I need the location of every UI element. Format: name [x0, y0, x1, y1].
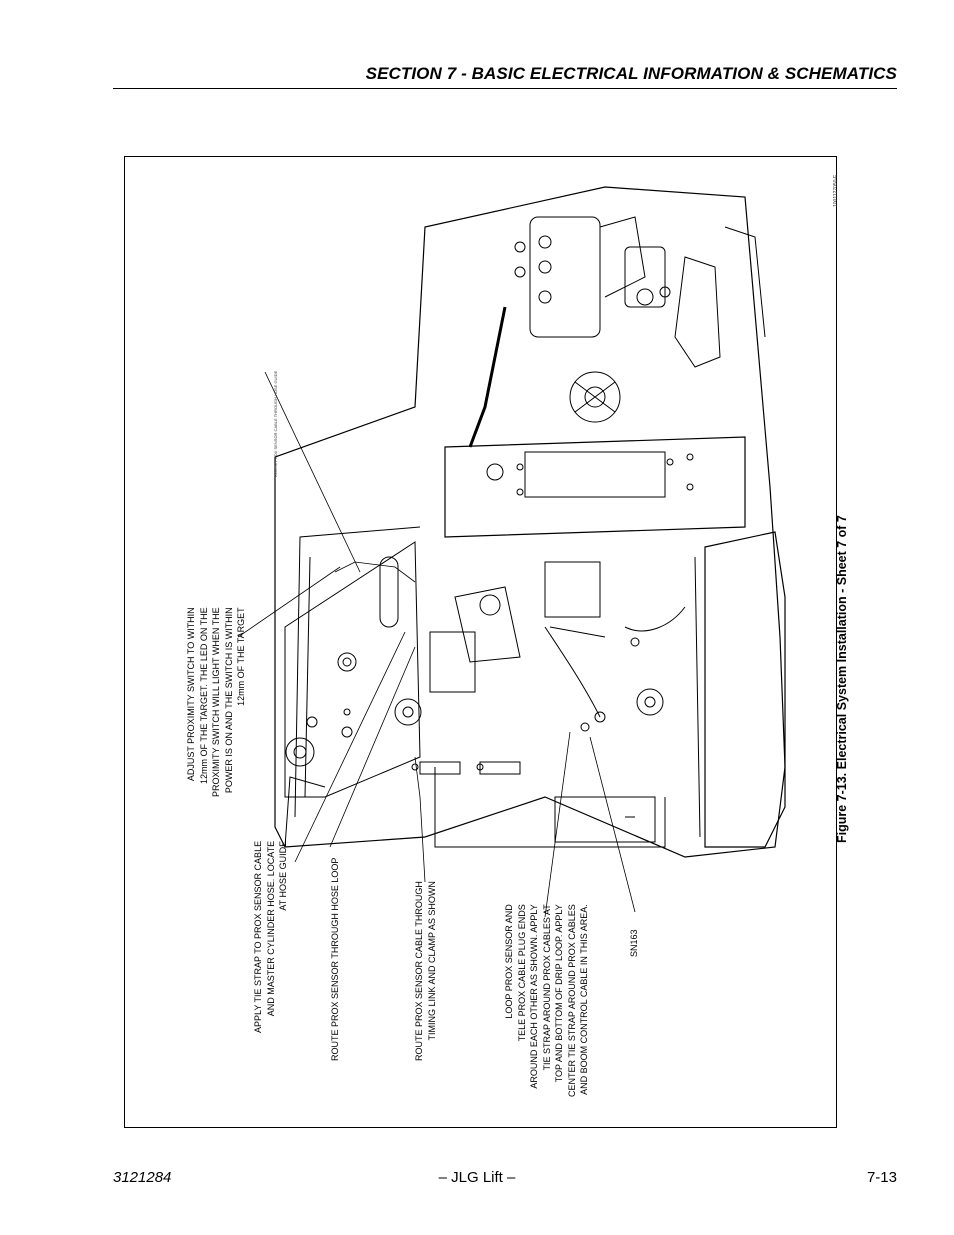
doc-number: 3121284: [113, 1169, 172, 1186]
figure-frame: 1001127050-E ROUTE PROX SENSOR CABLE THR…: [124, 156, 849, 1128]
callout-line: AT HOSE GUIDE: [278, 840, 288, 911]
section-title: SECTION 7 - BASIC ELECTRICAL INFORMATION…: [365, 64, 897, 83]
callout-line: ROUTE PROX SENSOR CABLE THROUGH: [414, 881, 424, 1061]
callout-line: TOP AND BOTTOM OF DRIP LOOP. APPLY: [554, 904, 564, 1083]
brand-footer: – JLG Lift –: [438, 1169, 516, 1186]
callout-hose-loop: ROUTE PROX SENSOR THROUGH HOSE LOOP: [329, 858, 342, 1061]
callout-line: TIE STRAP AROUND PROX CABLES AT: [541, 904, 552, 1071]
callout-line: APPLY TIE STRAP TO PROX SENSOR CABLE: [253, 840, 263, 1033]
callout-line: LOOP PROX SENSOR AND: [504, 904, 514, 1019]
callout-line: SN163: [629, 929, 639, 957]
callout-line: 12mm OF THE TARGET: [236, 607, 246, 706]
callout-line: TELE PROX CABLE PLUG ENDS: [516, 904, 527, 1042]
callout-line: CENTER TIE STRAP AROUND PROX CABLES: [566, 904, 577, 1097]
callout-line: 12mm OF THE TARGET. THE LED ON THE: [198, 607, 209, 785]
callout-line: POWER IS ON AND THE SWITCH IS WITHIN: [223, 607, 234, 794]
machine-drawing: [237, 186, 786, 918]
callout-line: AND BOOM CONTROL CABLE IN THIS AREA.: [579, 904, 589, 1095]
callout-line: ROUTE PROX SENSOR THROUGH HOSE LOOP: [330, 857, 340, 1061]
figure-caption: Figure 7-13. Electrical System Installat…: [835, 515, 849, 843]
callout-loop-prox: LOOP PROX SENSOR AND TELE PROX CABLE PLU…: [503, 904, 591, 1097]
callout-tie-strap: APPLY TIE STRAP TO PROX SENSOR CABLE AND…: [252, 841, 290, 1033]
callout-line: AROUND EACH OTHER AS SHOWN. APPLY: [529, 904, 539, 1089]
callout-line: AND MASTER CYLINDER HOSE. LOCATE: [265, 840, 276, 1017]
callout-sn163: SN163: [628, 929, 641, 957]
callout-adjust-proximity: ADJUST PROXIMITY SWITCH TO WITHIN 12mm O…: [185, 607, 248, 797]
drawing-id: 1001127050-E: [833, 174, 839, 207]
header-rule: [113, 88, 897, 89]
callout-line: PROXIMITY SWITCH WILL LIGHT WHEN THE: [211, 607, 221, 797]
callout-line: TIMING LINK AND CLAMP AS SHOWN: [426, 881, 437, 1041]
route-label: ROUTE PROX SENSOR CABLE THROUGH HOSE GUI…: [273, 370, 278, 477]
page-number: 7-13: [866, 1169, 897, 1186]
callout-line: ADJUST PROXIMITY SWITCH TO WITHIN: [186, 607, 196, 782]
callout-timing-link: ROUTE PROX SENSOR CABLE THROUGH TIMING L…: [413, 881, 438, 1061]
